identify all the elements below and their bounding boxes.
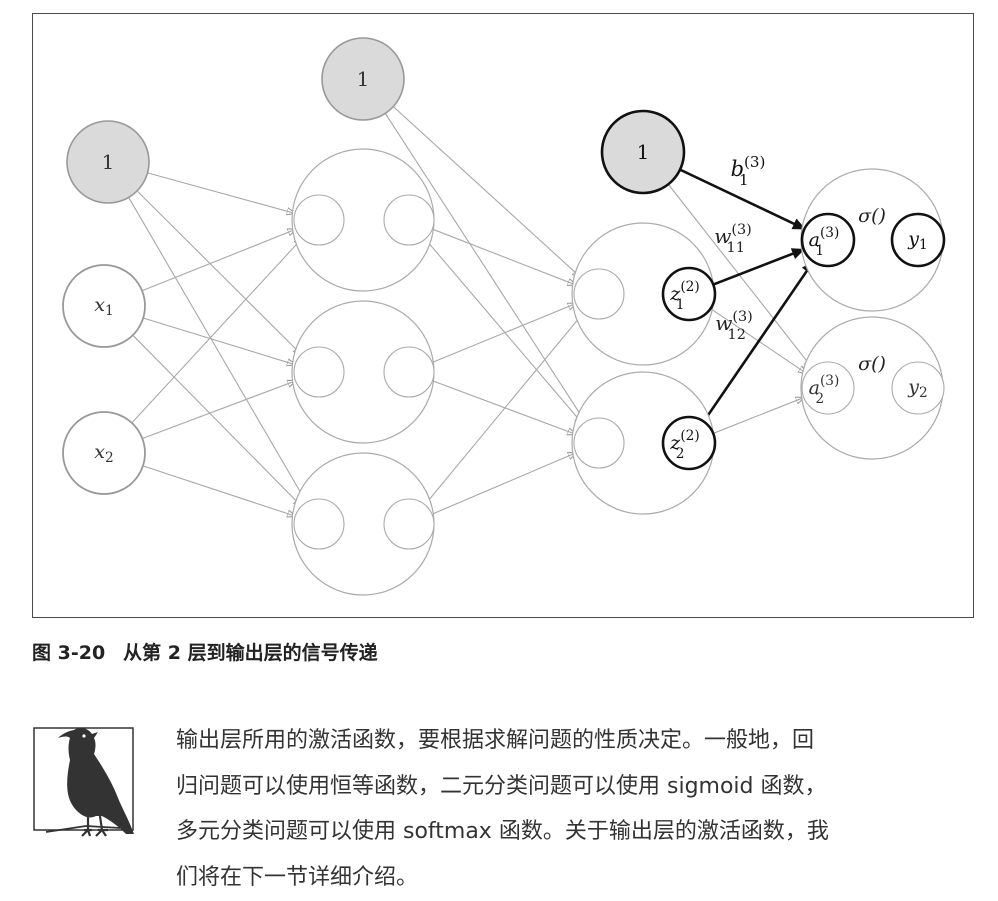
edge-hidden1-to-hidden2 <box>431 453 576 515</box>
edge-input-to-hidden1 <box>131 238 302 424</box>
note-line: 输出层所用的激活函数，要根据求解问题的性质决定。一般地，回 <box>176 728 815 753</box>
edge-hidden1-to-hidden2 <box>432 228 575 285</box>
edge-input-to-hidden1 <box>143 317 295 365</box>
input-label: x2 <box>94 441 113 466</box>
edge-input-to-hidden1 <box>132 334 302 506</box>
edge-bias-to-hidden2 <box>392 106 580 278</box>
z-label: z(2)1 <box>669 279 699 313</box>
edge-z2-to-a1 <box>702 260 815 423</box>
input-node <box>62 411 146 495</box>
hidden1-input-node <box>293 346 345 398</box>
figure-caption: 图 3-20 从第 2 层到输出层的信号传递 <box>32 638 378 665</box>
note-line: 们将在下一节详细介绍。 <box>176 864 419 890</box>
note-text: 输出层所用的激活函数，要根据求解问题的性质决定。一般地，回 归问题可以使用恒等函… <box>176 718 976 900</box>
hidden1-output-node <box>383 498 435 550</box>
a2-label: a(3)2 <box>809 373 840 407</box>
activation-label: σ() <box>858 205 886 227</box>
output-label: y2 <box>907 376 927 401</box>
bias-node-hidden2 <box>600 109 686 195</box>
edge-z1-to-a1 <box>712 248 805 286</box>
edge-z2-to-a2 <box>712 398 804 434</box>
bias-label: 1 <box>357 67 370 91</box>
output-label: y1 <box>907 228 927 253</box>
edge-hidden1-to-hidden2 <box>424 238 583 424</box>
activation-label: σ() <box>858 353 886 375</box>
edge-hidden1-to-hidden2 <box>431 303 576 364</box>
bias-label: 1 <box>637 140 650 164</box>
weight-label: w(3)12 <box>715 309 753 343</box>
hidden1-output-node <box>383 194 435 246</box>
edge-bias-to-a2 <box>667 183 812 367</box>
edge-input-to-hidden1 <box>128 197 307 502</box>
bias-node-hidden1 <box>321 37 405 121</box>
y1-node <box>890 212 946 268</box>
edge-input-to-hidden1 <box>136 190 301 354</box>
bias-label: 1 <box>102 150 115 174</box>
z-label: z(2)2 <box>669 428 699 462</box>
hidden1-input-node <box>293 194 345 246</box>
a1-node <box>800 212 856 268</box>
input-label: x1 <box>94 294 113 319</box>
weight-label: w(3)11 <box>714 222 752 256</box>
z-node <box>661 415 717 471</box>
edge-input-to-hidden1 <box>142 465 295 516</box>
a1-label: a(3)1 <box>809 225 840 259</box>
bias-weight-label: b(3)1 <box>731 153 766 189</box>
note-line: 归问题可以使用恒等函数，二元分类问题可以使用 sigmoid 函数， <box>176 773 827 799</box>
hidden1-input-node <box>293 498 345 550</box>
input-node <box>62 264 146 348</box>
note-line: 多元分类问题可以使用 softmax 函数。关于输出层的激活函数，我 <box>176 819 829 844</box>
crow-icon <box>33 727 134 837</box>
figure-frame <box>32 13 974 618</box>
edge-hidden1-to-hidden2 <box>432 380 575 434</box>
edge-bias-to-a1 <box>679 168 806 231</box>
a2-node <box>801 361 855 415</box>
hidden2-input-node <box>573 268 625 320</box>
edge-input-to-hidden1 <box>147 172 295 214</box>
hidden2-input-node <box>573 417 625 469</box>
edge-bias-to-hidden2 <box>384 113 585 422</box>
caption-number: 图 3-20 <box>32 642 106 664</box>
y2-node <box>891 361 945 415</box>
hidden1-output-node <box>383 346 435 398</box>
edge-hidden1-to-hidden2 <box>424 313 583 506</box>
z-node <box>661 266 717 322</box>
edge-input-to-hidden1 <box>142 381 295 440</box>
bias-node-input <box>66 120 150 204</box>
edge-input-to-hidden1 <box>141 229 296 292</box>
caption-title: 从第 2 层到输出层的信号传递 <box>123 642 378 664</box>
